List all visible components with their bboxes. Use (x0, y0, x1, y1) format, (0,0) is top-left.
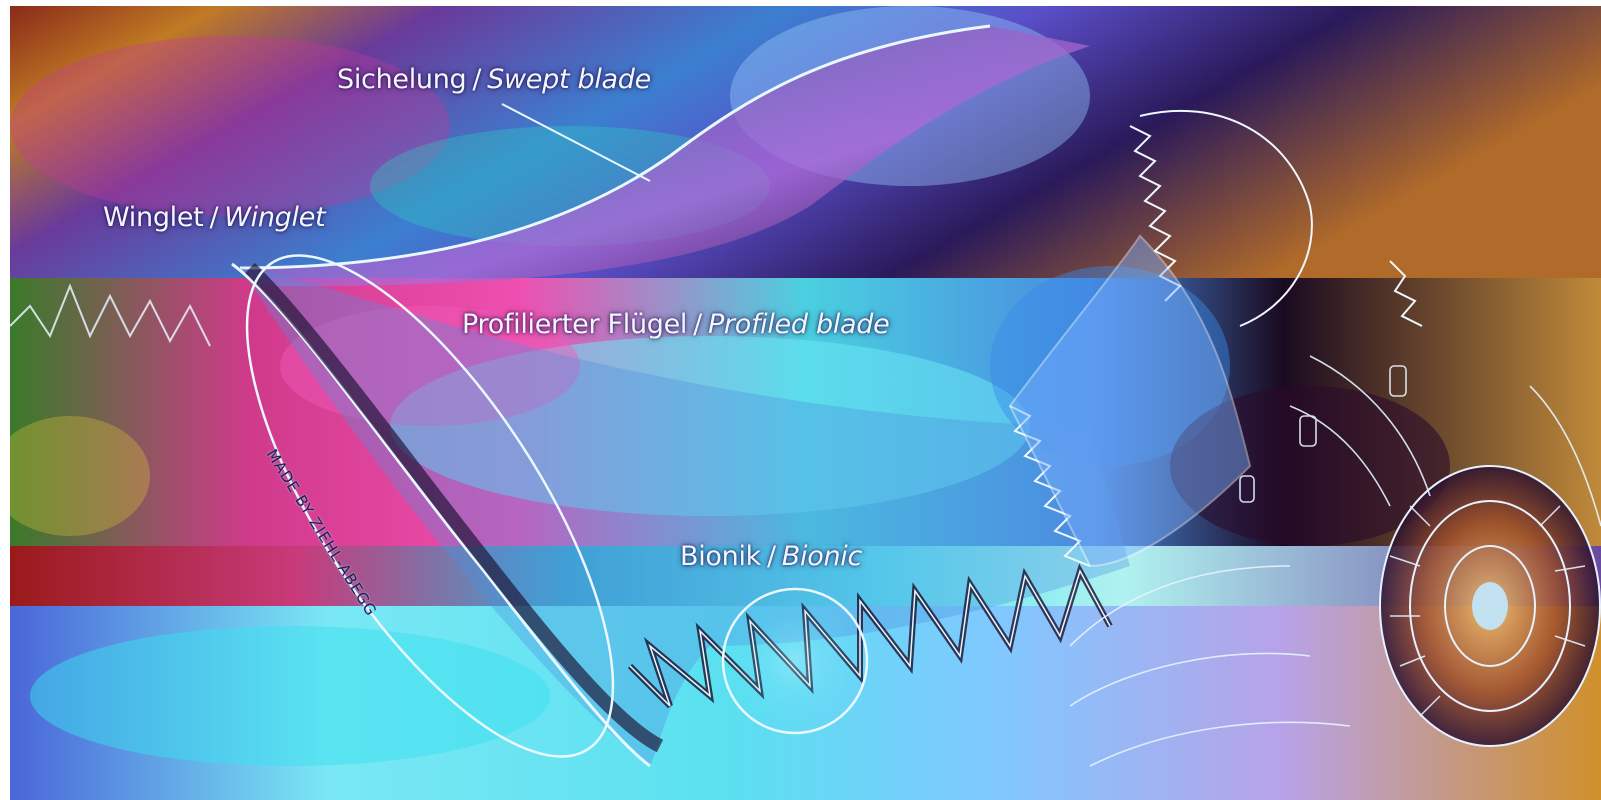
label-winglet: Winglet/Winglet (103, 202, 325, 233)
label-profiled-blade: Profilierter Flügel/Profiled blade (462, 309, 889, 340)
label-swept-blade-separator: / (472, 64, 481, 95)
label-profiled-blade-separator: / (693, 309, 702, 340)
label-bionic-de: Bionik (680, 541, 761, 572)
label-bionic: Bionik/Bionic (680, 541, 862, 572)
label-swept-blade-en: Swept blade (487, 64, 651, 95)
label-winglet-de: Winglet (103, 202, 203, 233)
label-profiled-blade-en: Profiled blade (708, 309, 889, 340)
label-winglet-separator: / (209, 202, 218, 233)
fan-scene-graphic (10, 6, 1601, 800)
psychedelic-fan-photo: MADE BY ZIEHL-ABEGG Sichelung/Swept blad… (10, 6, 1601, 800)
label-swept-blade: Sichelung/Swept blade (337, 64, 651, 95)
label-bionic-separator: / (767, 541, 776, 572)
label-swept-blade-de: Sichelung (337, 64, 466, 95)
label-profiled-blade-de: Profilierter Flügel (462, 309, 687, 340)
label-bionic-en: Bionic (782, 541, 862, 572)
label-winglet-en: Winglet (224, 202, 325, 233)
